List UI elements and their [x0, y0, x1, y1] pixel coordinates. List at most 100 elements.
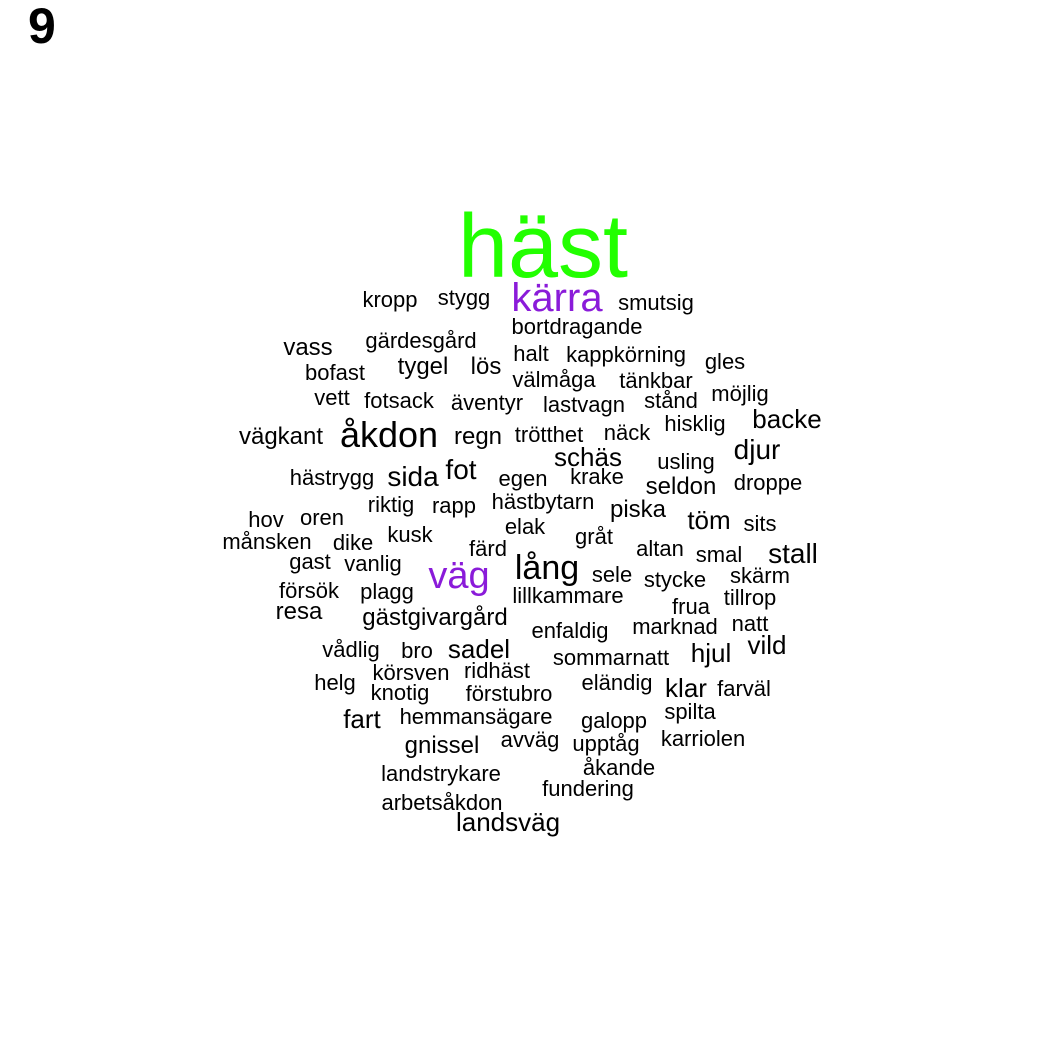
word-korsven: körsven	[372, 660, 450, 685]
word-stycke: stycke	[643, 567, 707, 592]
word-fart: fart	[343, 704, 381, 734]
word-tankbar: tänkbar	[619, 368, 693, 393]
word-hemmansagare: hemmansägare	[399, 704, 553, 729]
word-farval: farväl	[717, 676, 771, 701]
word-gles: gles	[704, 349, 746, 374]
word-dike: dike	[332, 530, 374, 555]
word-vett: vett	[314, 385, 350, 410]
word-kropp: kropp	[362, 287, 418, 312]
word-enfaldig: enfaldig	[531, 618, 609, 643]
word-oren: oren	[299, 505, 345, 530]
word-bofast: bofast	[305, 360, 365, 385]
word-avvag: avväg	[500, 727, 560, 752]
word-hast: häst	[457, 197, 629, 297]
word-knotig: knotig	[370, 680, 430, 705]
word-stand: stånd	[644, 388, 698, 413]
word-landstrykare: landstrykare	[381, 761, 501, 786]
word-regn: regn	[453, 423, 503, 450]
word-akdon: åkdon	[339, 414, 439, 455]
word-tom: töm	[687, 505, 731, 535]
word-sida: sida	[387, 461, 439, 492]
word-forsok: försök	[279, 578, 339, 603]
word-akande: åkande	[582, 755, 656, 780]
word-skarm: skärm	[730, 563, 790, 588]
word-hjul: hjul	[690, 638, 732, 668]
word-hisklig: hisklig	[664, 411, 726, 436]
word-gardesgard: gärdesgård	[365, 328, 477, 353]
word-vild: vild	[747, 630, 787, 660]
panel-label: 9	[28, 0, 56, 54]
word-vass: vass	[283, 334, 333, 361]
word-landsvag: landsväg	[455, 807, 561, 837]
word-lillkammare: lillkammare	[512, 583, 624, 608]
word-forstubro: förstubro	[465, 681, 553, 706]
word-upptag: upptåg	[572, 731, 640, 756]
word-schas: schäs	[554, 442, 622, 472]
word-arbetsakdon: arbetsåkdon	[381, 790, 503, 815]
word-rapp: rapp	[431, 493, 477, 518]
word-hov: hov	[248, 507, 284, 532]
word-valmaga: välmåga	[512, 367, 596, 392]
word-vadlig: vådlig	[322, 637, 380, 662]
word-plagg: plagg	[360, 579, 414, 604]
word-smal: smal	[695, 542, 743, 567]
word-ridhast: ridhäst	[463, 658, 531, 683]
word-stall: stall	[768, 538, 818, 569]
word-hastrygg: hästrygg	[289, 465, 375, 490]
word-bortdragande: bortdragande	[511, 314, 643, 339]
word-aventyr: äventyr	[450, 390, 524, 415]
word-kusk: kusk	[387, 522, 433, 547]
word-mansken: månsken	[222, 529, 312, 554]
word-fot: fot	[445, 454, 477, 485]
word-bro: bro	[401, 638, 433, 663]
word-grat: gråt	[575, 524, 613, 549]
word-sele: sele	[591, 562, 633, 587]
word-hastbytarn: hästbytarn	[491, 489, 595, 514]
word-klar: klar	[665, 673, 707, 703]
word-usling: usling	[657, 449, 715, 474]
word-smutsig: smutsig	[618, 290, 694, 315]
word-tygel: tygel	[397, 353, 449, 380]
word-sommarnatt: sommarnatt	[552, 645, 670, 670]
word-los: lös	[470, 353, 502, 380]
word-sadel: sadel	[447, 634, 511, 664]
word-marknad: marknad	[632, 614, 718, 639]
word-vanlig: vanlig	[344, 551, 402, 576]
word-elandig: eländig	[581, 670, 653, 695]
word-natt: natt	[731, 611, 769, 636]
word-mojlig: möjlig	[711, 381, 769, 406]
word-droppe: droppe	[733, 470, 803, 495]
word-vagkant: vägkant	[238, 423, 324, 450]
word-elak: elak	[504, 514, 546, 539]
word-backe: backe	[752, 404, 822, 434]
word-halt: halt	[513, 341, 549, 366]
word-gast: gast	[289, 549, 331, 574]
word-gnissel: gnissel	[404, 732, 480, 759]
word-fotsack: fotsack	[364, 388, 434, 413]
word-fard: färd	[469, 536, 507, 561]
word-egen: egen	[498, 466, 548, 491]
word-karra: kärra	[511, 276, 603, 320]
word-krake: krake	[570, 464, 624, 489]
word-karriolen: karriolen	[660, 726, 746, 751]
word-tillrop: tillrop	[723, 585, 777, 610]
word-sits: sits	[743, 511, 777, 536]
word-spilta: spilta	[664, 699, 716, 724]
word-seldon: seldon	[645, 473, 717, 500]
word-galopp: galopp	[580, 708, 648, 733]
word-gastgivargard: gästgivargård	[362, 604, 508, 631]
word-kappkorning: kappkörning	[566, 342, 686, 367]
word-fundering: fundering	[542, 776, 634, 801]
word-nack: näck	[603, 420, 651, 445]
word-helg: helg	[314, 670, 356, 695]
word-trotthet: trötthet	[514, 422, 584, 447]
word-lastvagn: lastvagn	[543, 392, 625, 417]
word-altan: altan	[636, 536, 684, 561]
word-piska: piska	[609, 496, 667, 523]
word-resa: resa	[275, 598, 323, 625]
word-stygg: stygg	[437, 285, 491, 310]
word-vag: väg	[428, 555, 490, 597]
word-djur: djur	[733, 434, 781, 465]
word-frua: frua	[672, 594, 710, 619]
